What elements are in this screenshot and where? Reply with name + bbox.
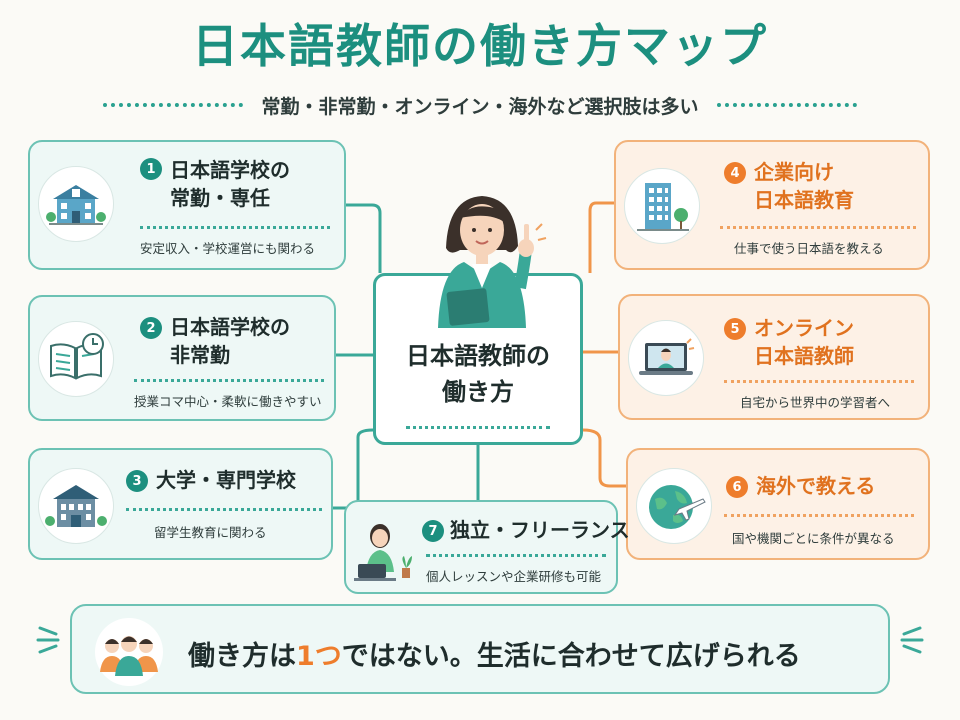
teacher-illustration: [438, 196, 547, 328]
badge-number-6: 6: [726, 476, 748, 498]
card-3-separator: [126, 508, 322, 511]
card-4-separator: [720, 226, 916, 229]
people-group-icon: [95, 618, 163, 686]
center-title: 日本語教師の働き方: [406, 342, 550, 406]
card-5-title: オンライン日本語教師: [754, 316, 854, 368]
card-university: 3 大学・専門学校 留学生教育に関わる: [28, 448, 333, 560]
card-1-separator: [140, 226, 330, 229]
badge-number-4: 4: [724, 162, 746, 184]
card-4-title: 企業向け日本語教育: [754, 160, 854, 212]
subtitle: 常勤・非常勤・オンライン・海外など選択肢は多い: [261, 95, 699, 118]
connector-1: [346, 203, 382, 273]
card-2-separator: [134, 379, 324, 382]
badge-number-5: 5: [724, 318, 746, 340]
card-part-time-school: 2 日本語学校の非常勤 授業コマ中心・柔軟に働きやすい: [28, 295, 336, 421]
office-building-icon: [624, 168, 700, 244]
card-7-title: 独立・フリーランス: [450, 518, 630, 542]
card-7-description: 個人レッスンや企業研修も可能: [426, 569, 602, 584]
sparkle-right-icon: [900, 626, 924, 654]
bottom-message: 働き方は1つではない。生活に合わせて広げられる: [188, 641, 801, 672]
card-3-description: 留学生教育に関わる: [154, 525, 267, 540]
page-title: 日本語教師の働き方マップ: [192, 19, 768, 73]
connector-3: [333, 428, 374, 510]
card-6-description: 国や機関ごとに条件が異なる: [732, 531, 895, 546]
bottom-message-banner: 働き方は1つではない。生活に合わせて広げられる: [70, 604, 890, 694]
connector-4: [588, 201, 614, 273]
card-2-title: 日本語学校の非常勤: [170, 315, 290, 367]
card-5-separator: [724, 380, 914, 383]
center-separator: [406, 426, 550, 429]
connector-6: [582, 428, 626, 488]
subtitle-dots-right: [716, 103, 857, 107]
school-building-icon: [38, 166, 114, 242]
freelancer-laptop-icon: [350, 512, 424, 586]
badge-number-2: 2: [140, 317, 162, 339]
sparkle-left-icon: [36, 626, 60, 654]
card-6-title: 海外で教える: [756, 474, 876, 498]
card-7-separator: [426, 554, 606, 557]
card-3-title: 大学・専門学校: [156, 468, 296, 492]
university-icon: [38, 468, 114, 544]
card-1-title: 日本語学校の常勤・専任: [170, 158, 290, 210]
card-freelance: 7 独立・フリーランス 個人レッスンや企業研修も可能: [344, 500, 630, 594]
subtitle-row: 常勤・非常勤・オンライン・海外など選択肢は多い: [0, 92, 960, 118]
card-full-time-school: 1 日本語学校の常勤・専任 安定収入・学校運営にも関わる: [28, 140, 346, 270]
globe-plane-icon: [636, 468, 712, 544]
badge-number-7: 7: [422, 520, 444, 542]
card-online: 5 オンライン日本語教師 自宅から世界中の学習者へ: [618, 294, 930, 420]
card-2-description: 授業コマ中心・柔軟に働きやすい: [134, 394, 322, 409]
card-corporate: 4 企業向け日本語教育 仕事で使う日本語を教える: [614, 140, 930, 270]
card-4-description: 仕事で使う日本語を教える: [734, 241, 884, 256]
badge-number-3: 3: [126, 470, 148, 492]
book-clock-icon: [38, 321, 114, 397]
card-1-description: 安定収入・学校運営にも関わる: [140, 241, 316, 256]
card-overseas: 6 海外で教える 国や機関ごとに条件が異なる: [626, 448, 930, 560]
card-6-separator: [724, 514, 914, 517]
laptop-video-icon: [628, 320, 704, 396]
card-5-description: 自宅から世界中の学習者へ: [740, 395, 891, 410]
badge-number-1: 1: [140, 158, 162, 180]
subtitle-dots-left: [103, 103, 244, 107]
